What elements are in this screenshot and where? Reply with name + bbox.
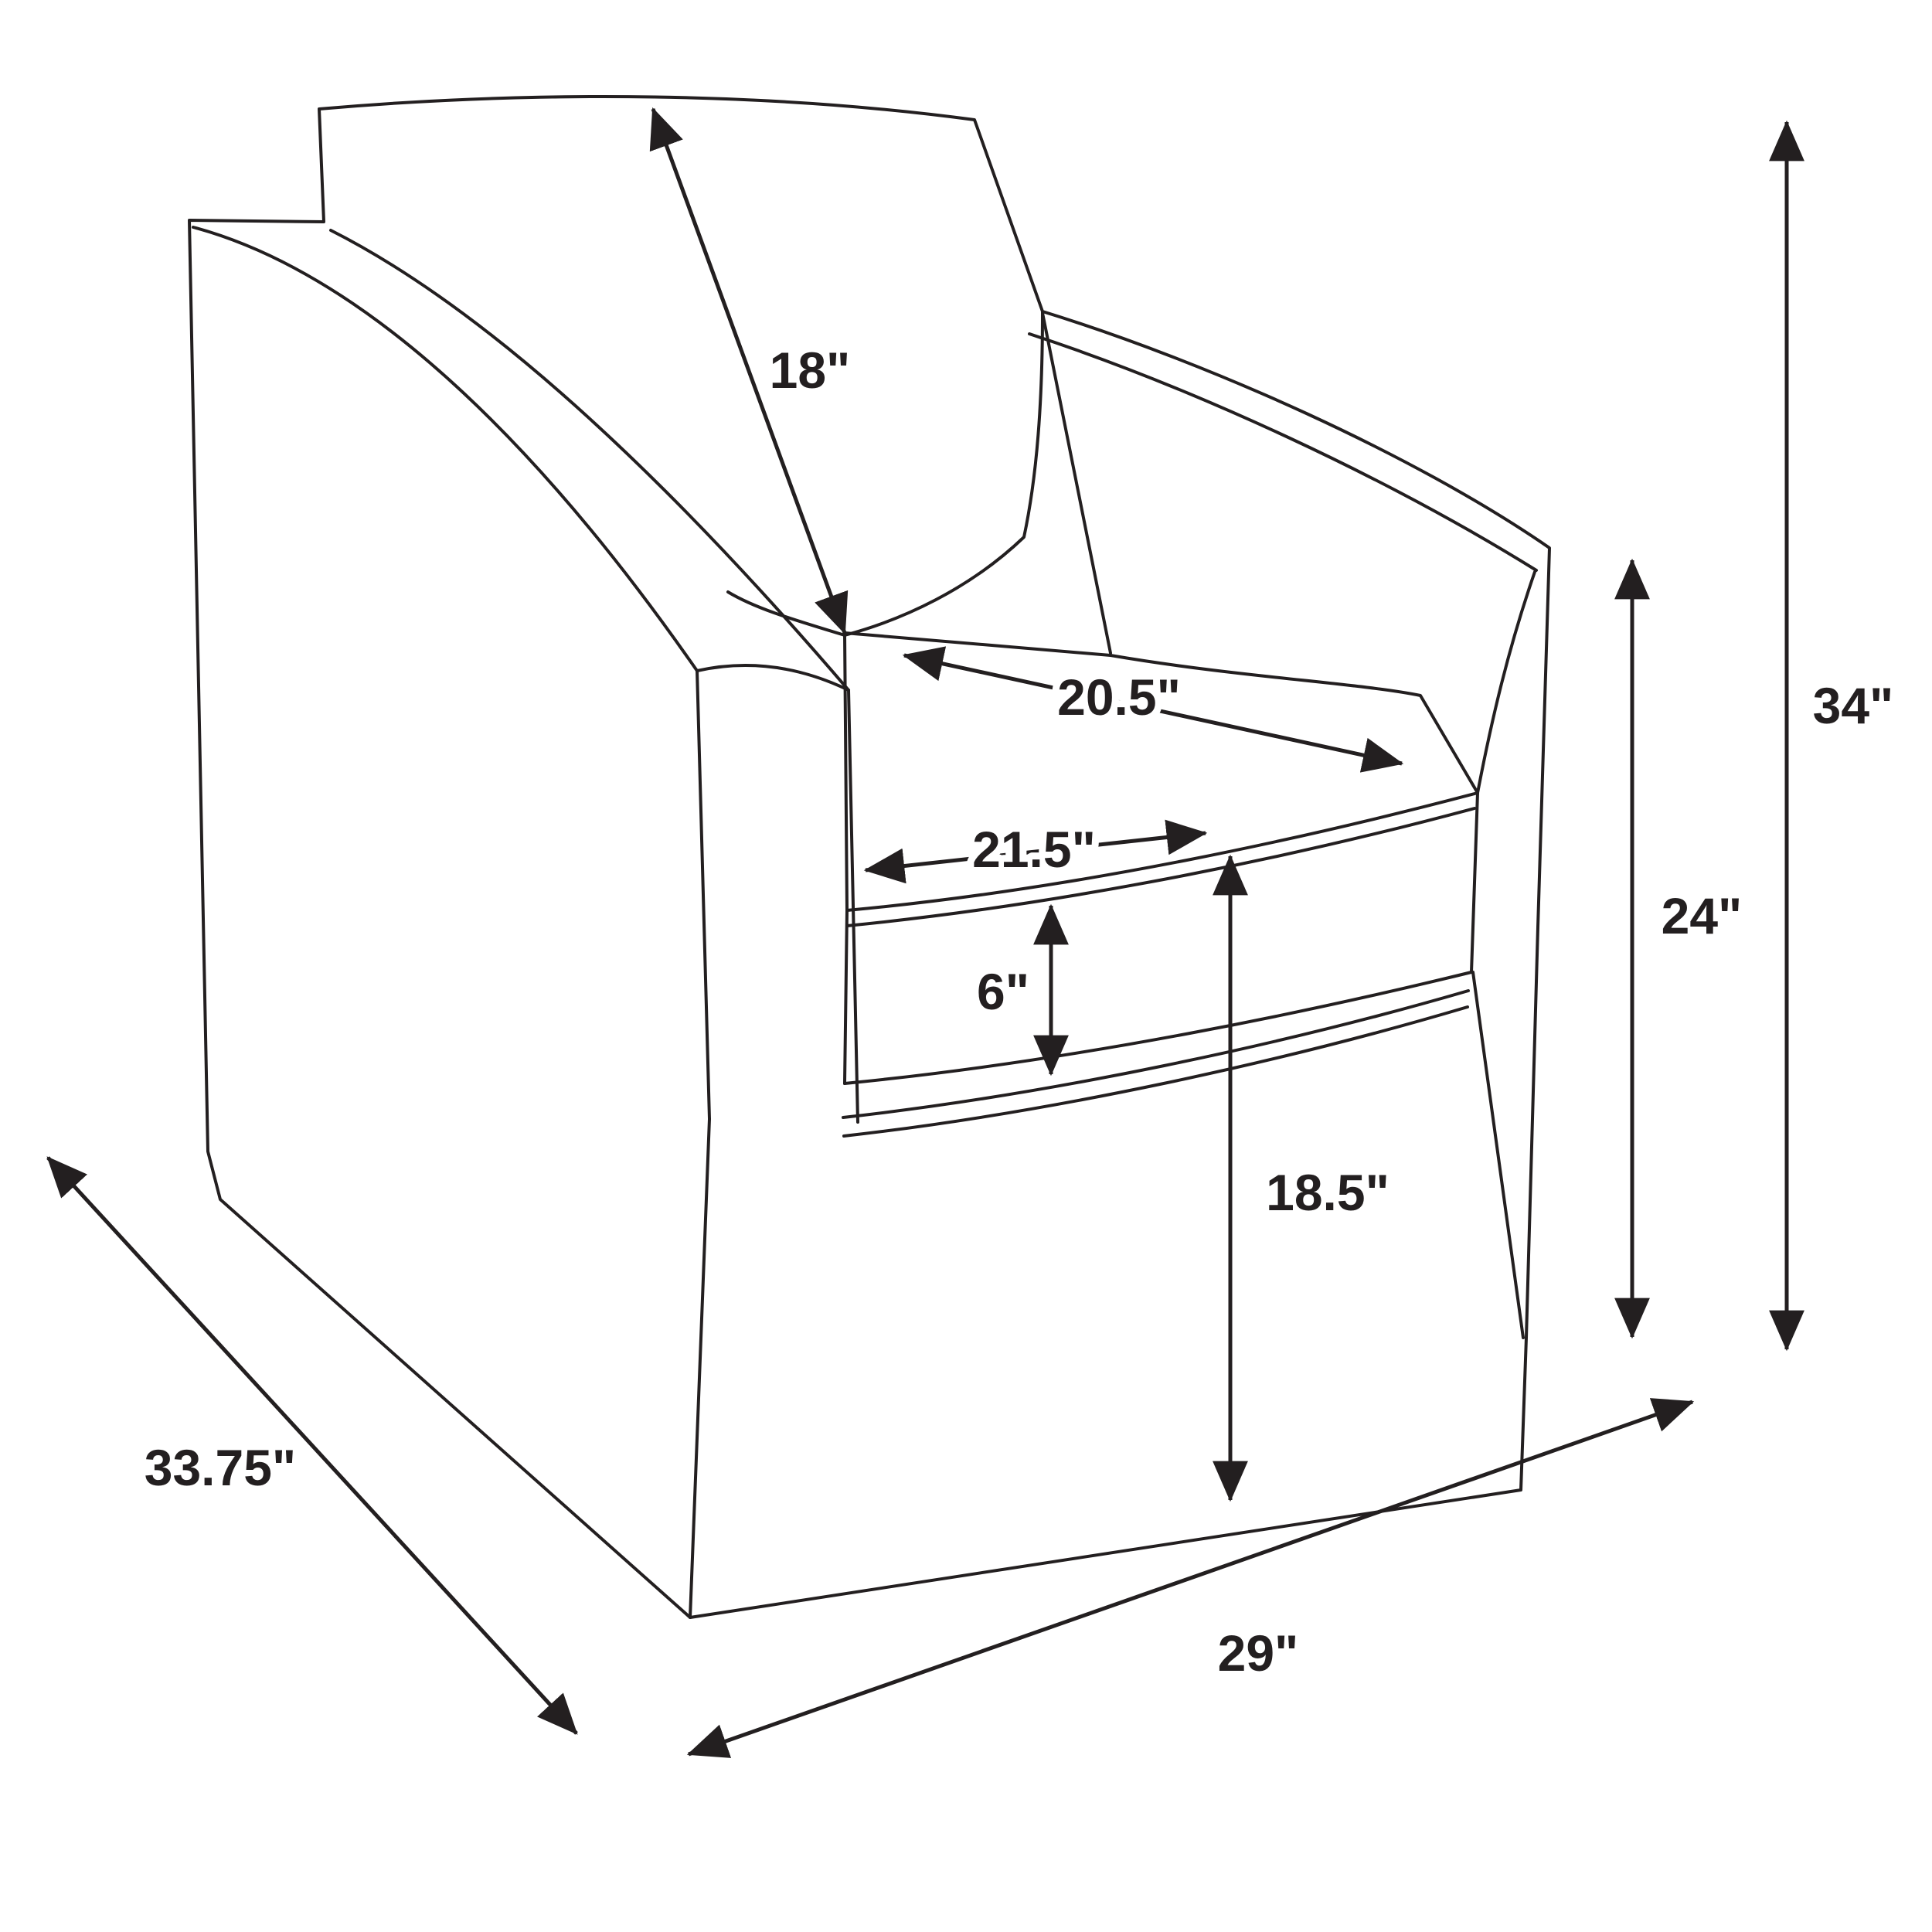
dim-label-seat-front-width: 21.5" bbox=[972, 821, 1096, 878]
right-arm-front-edge bbox=[1476, 570, 1536, 794]
right-arm-inner-slope-line bbox=[1028, 332, 1538, 572]
right-arm-inner-edge bbox=[1041, 311, 1112, 655]
back-cushion-right-edge bbox=[843, 310, 1044, 637]
dim-arrow-seat-front-width bbox=[863, 819, 1208, 884]
dim-label-floor-to-seat-height: 18.5" bbox=[1266, 1164, 1389, 1221]
dim-label-back-cushion-diagonal: 18" bbox=[770, 342, 851, 399]
seat-cushion-front-right-corner bbox=[1470, 791, 1479, 974]
dim-arrow-seat-depth bbox=[902, 646, 1404, 773]
dim-label-overall-height: 34" bbox=[1813, 677, 1894, 734]
dim-arrow-back-cushion-diagonal bbox=[649, 107, 849, 635]
left-arm-front-right-edge bbox=[847, 689, 859, 1124]
deck-rail-line-1 bbox=[842, 989, 1470, 1119]
seat-cushion-front-left-corner bbox=[843, 909, 849, 1085]
chair-silhouette bbox=[188, 94, 1551, 1619]
left-arm-front-left-edge bbox=[696, 669, 711, 1121]
seat-cushion-left-edge bbox=[843, 631, 849, 912]
dim-label-arm-height: 24" bbox=[1662, 887, 1743, 944]
dim-label-seat-depth: 20.5" bbox=[1057, 668, 1181, 726]
dim-arrow-overall-width bbox=[686, 1398, 1695, 1758]
chair-drawing bbox=[188, 94, 1551, 1619]
dimension-labels: 18" 20.5" 21.5" 6" 18.5" 34" 24" 33.75" … bbox=[138, 335, 1901, 1689]
deck-rail-line-2 bbox=[842, 1005, 1469, 1138]
dim-arrow-overall-depth bbox=[46, 1156, 578, 1735]
dim-label-overall-width: 29" bbox=[1218, 1624, 1299, 1682]
dim-label-overall-depth: 33.75" bbox=[145, 1439, 296, 1496]
dimension-arrows bbox=[46, 107, 1804, 1758]
left-arm-front-top-edge bbox=[696, 664, 850, 692]
dim-label-seat-cushion-thickness: 6" bbox=[977, 963, 1029, 1020]
right-arm-lower-front-edge bbox=[1471, 971, 1525, 1339]
left-arm-outer-slope-line bbox=[192, 226, 699, 672]
seat-cushion-front-bottom-edge bbox=[843, 971, 1473, 1085]
